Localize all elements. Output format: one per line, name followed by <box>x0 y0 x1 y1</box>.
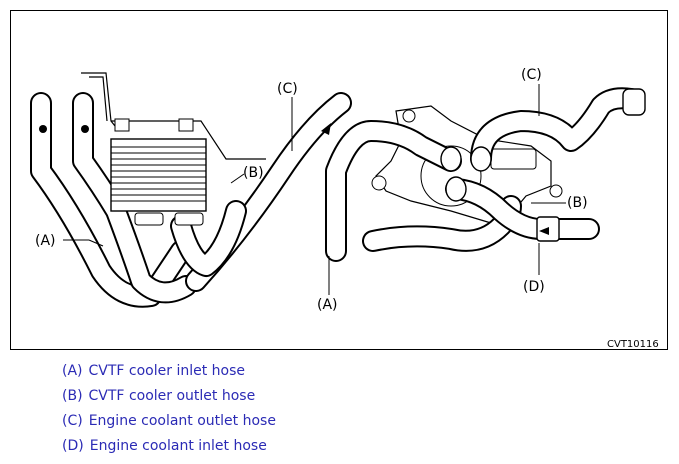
hose-diagram: (A) (B) (C) (A) (B) (C) (D) CVT10116 <box>30 67 659 350</box>
callout-left-a: (A) <box>35 233 56 249</box>
callout-left-b: (B) <box>243 165 264 181</box>
cvtf-cooler <box>81 72 266 226</box>
callout-right-a: (A) <box>317 297 338 313</box>
leader-lines <box>63 84 566 295</box>
left-assembly <box>30 72 352 308</box>
hose-legend: (A)CVTF cooler inlet hose (B)CVTF cooler… <box>62 360 276 460</box>
right-hose-a <box>325 120 462 262</box>
legend-item-c: (C)Engine coolant outlet hose <box>62 413 276 429</box>
figure-code: CVT10116 <box>607 339 659 350</box>
callout-right-c: (C) <box>521 67 542 83</box>
coolant-housing <box>371 105 563 227</box>
legend-item-d: (D)Engine coolant inlet hose <box>62 438 267 454</box>
legend-item-a: (A)CVTF cooler inlet hose <box>62 363 246 379</box>
callout-right-d: (D) <box>523 279 545 295</box>
diagram-figure: (A) (B) (C) (A) (B) (C) (D) CVT10116 <box>10 10 668 350</box>
left-hose-a <box>30 92 197 308</box>
callout-left-c: (C) <box>277 81 298 97</box>
right-hose-d <box>445 176 600 242</box>
right-hose-c <box>470 87 646 172</box>
legend-item-b: (B)CVTF cooler outlet hose <box>62 388 256 404</box>
right-assembly <box>325 87 646 262</box>
callout-right-b: (B) <box>567 195 588 211</box>
left-hose-b <box>170 200 247 277</box>
